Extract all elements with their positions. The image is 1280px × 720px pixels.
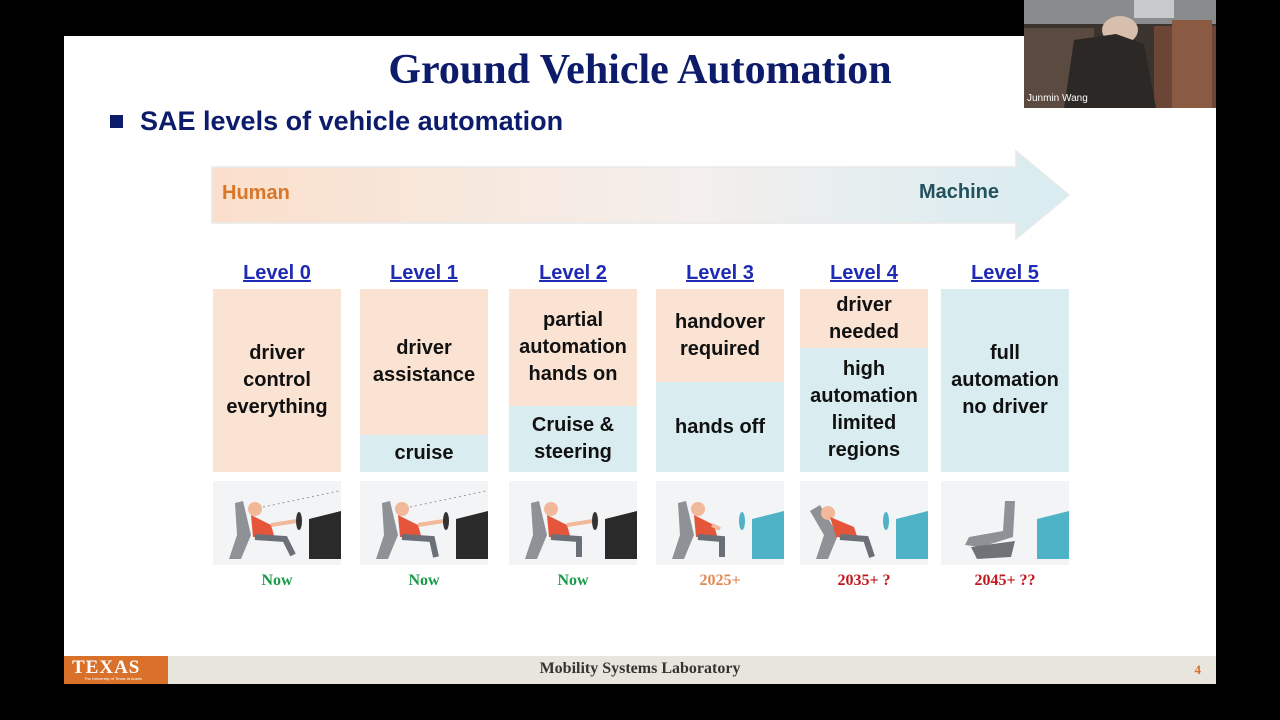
level-0-column: Level 0 driver control everything Now: [213, 261, 341, 589]
slide-title: Ground Vehicle Automation: [388, 47, 892, 93]
participant-video-thumbnail[interactable]: Junmin Wang: [1024, 0, 1216, 108]
arrow-end-label: Machine: [919, 181, 1000, 203]
level-description-blue: hands off: [656, 382, 784, 472]
level-description-blue: high automation limited regions: [800, 348, 928, 472]
lab-name: Mobility Systems Laboratory: [539, 660, 741, 677]
level-description-blue: Cruise & steering: [509, 406, 637, 472]
level-3-link[interactable]: Level 3: [686, 262, 754, 284]
participant-name: Junmin Wang: [1027, 93, 1088, 104]
level-1-link[interactable]: Level 1: [390, 262, 458, 284]
availability-label: Now: [557, 572, 589, 589]
bullet-text: SAE levels of vehicle automation: [140, 106, 564, 136]
level-2-link[interactable]: Level 2: [539, 262, 607, 284]
level-0-link[interactable]: Level 0: [243, 262, 311, 284]
slide-footer: [64, 656, 1216, 684]
driver-illustration: [509, 481, 637, 565]
university-logo: TEXAS The University of Texas at Austin: [64, 656, 168, 684]
arrow-start-label: Human: [222, 182, 290, 204]
presentation-slide: Ground Vehicle Automation SAE levels of …: [64, 36, 1216, 684]
driver-illustration: [360, 481, 488, 565]
bullet-square-icon: [110, 115, 123, 128]
level-description-peach: driver control everything: [213, 289, 341, 472]
availability-label: 2045+ ??: [974, 572, 1036, 589]
human-to-machine-arrow: [211, 149, 1071, 241]
level-4-link[interactable]: Level 4: [830, 262, 898, 284]
level-box: full automation no driver: [941, 289, 1069, 472]
level-box: driver control everything: [213, 289, 341, 472]
logo-subtext: The University of Texas at Austin: [84, 676, 142, 681]
level-description-blue: cruise: [360, 435, 488, 472]
driver-illustration: [213, 481, 341, 565]
level-description-peach: driver assistance: [360, 289, 488, 435]
availability-label: 2035+ ?: [837, 572, 891, 589]
level-description-peach: handover required: [656, 289, 784, 382]
bullet-item: SAE levels of vehicle automation: [110, 106, 563, 137]
availability-label: Now: [408, 572, 440, 589]
driver-illustration: [800, 481, 928, 565]
level-description-peach: driver needed: [800, 289, 928, 348]
availability-label: 2025+: [699, 572, 741, 589]
logo-text: TEXAS: [72, 657, 141, 678]
level-description-blue: full automation no driver: [941, 289, 1069, 472]
level-5-column: Level 5 full automation no driver 2045+ …: [941, 261, 1069, 589]
empty-seat-illustration: [941, 481, 1069, 565]
driver-illustration: [656, 481, 784, 565]
level-5-link[interactable]: Level 5: [971, 262, 1039, 284]
page-number: 4: [1194, 662, 1202, 677]
level-description-peach: partial automation hands on: [509, 289, 637, 406]
video-frame: [1024, 0, 1216, 108]
availability-label: Now: [261, 572, 293, 589]
